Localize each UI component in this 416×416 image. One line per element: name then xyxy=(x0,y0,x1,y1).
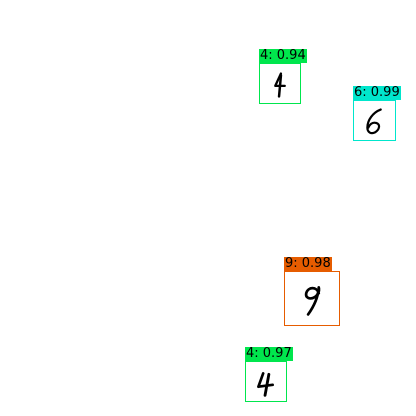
bounding-box xyxy=(284,271,340,326)
detection-digit-4-bottom: 4: 0.97 xyxy=(245,347,305,402)
bounding-box xyxy=(259,63,301,104)
handwritten-digit-6-image xyxy=(366,108,382,135)
handwritten-digit-9-image xyxy=(304,286,321,316)
detection-digit-9: 9: 0.98 xyxy=(284,257,340,326)
detection-label: 4: 0.97 xyxy=(245,346,293,361)
detection-label: 4: 0.94 xyxy=(259,48,307,63)
handwritten-digit-4-image xyxy=(274,72,286,98)
detection-label: 6: 0.99 xyxy=(353,85,401,100)
detection-digit-6: 6: 0.99 xyxy=(353,86,413,141)
bounding-box xyxy=(353,100,396,141)
bounding-box xyxy=(245,361,287,402)
detection-label: 9: 0.98 xyxy=(284,256,332,271)
handwritten-digit-4-image xyxy=(257,372,274,397)
detection-digit-4-top: 4: 0.94 xyxy=(259,49,307,104)
